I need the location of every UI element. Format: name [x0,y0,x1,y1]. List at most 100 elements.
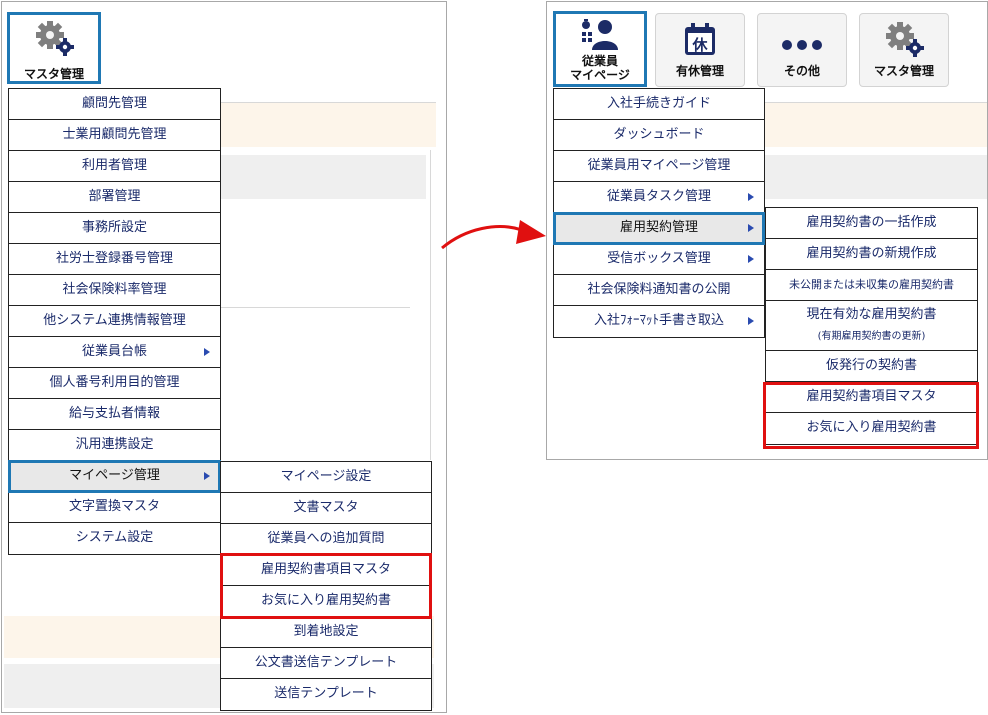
left-menu-item-8[interactable]: 従業員台帳 [9,337,220,368]
master-management-label: マスタ管理 [23,67,84,81]
right-panel: 従業員 マイページ 休 有休管理 その他 [546,1,988,460]
right-menu-item-label: 入社ﾌｫｰﾏｯﾄ手書き取込 [593,313,724,328]
left-menu-item-4[interactable]: 事務所設定 [9,213,220,244]
right-submenu-item-label: 雇用契約書項目マスタ [806,389,937,404]
master-menu: 顧問先管理士業用顧問先管理利用者管理部署管理事務所設定社労士登録番号管理社会保険… [8,88,221,555]
right-submenu-item-6[interactable]: お気に入り雇用契約書 [766,413,977,444]
right-submenu-item-sublabel: (有期雇用契約書の更新) [817,331,926,342]
bg-gray-strip [763,155,987,199]
calendar-holiday-text: 休 [691,36,708,54]
left-menu-item-label: 個人番号利用目的管理 [49,375,180,390]
left-submenu-item-label: 公文書送信テンプレート [254,655,398,670]
left-menu-item-label: 文字置換マスタ [68,499,160,514]
chevron-right-icon [748,224,754,232]
right-submenu-item-5[interactable]: 雇用契約書項目マスタ [766,382,977,413]
right-submenu-item-1[interactable]: 雇用契約書の新規作成 [766,239,977,270]
right-submenu-item-label: お気に入り雇用契約書 [806,420,937,435]
master-management-label-right: マスタ管理 [873,64,934,78]
right-menu-item-label: 従業員用マイページ管理 [587,158,731,173]
left-menu-item-label: システム設定 [75,530,154,545]
left-menu-item-label: 社会保険料率管理 [62,282,167,297]
right-menu-item-0[interactable]: 入社手続きガイド [554,89,764,120]
gear-icon [36,21,74,56]
employee-mypage-icon [582,19,618,50]
left-submenu-item-label: 従業員への追加質問 [267,531,385,546]
right-menu-item-3[interactable]: 従業員タスク管理 [554,182,764,213]
right-menu-item-6[interactable]: 社会保険料通知書の公開 [554,275,764,306]
left-menu-item-label: 利用者管理 [81,158,147,173]
left-menu-item-3[interactable]: 部署管理 [9,182,220,213]
left-menu-item-11[interactable]: 汎用連携設定 [9,430,220,461]
right-menu-item-label: 雇用契約管理 [619,220,698,235]
left-menu-item-12[interactable]: マイページ管理 [8,460,221,493]
master-management-button-right[interactable]: マスタ管理 [859,13,949,87]
left-submenu-item-1[interactable]: 文書マスタ [221,493,431,524]
left-submenu-item-0[interactable]: マイページ設定 [221,462,431,493]
left-menu-item-1[interactable]: 士業用顧問先管理 [9,120,220,151]
employee-mypage-button[interactable]: 従業員 マイページ [553,11,647,87]
right-submenu-item-2[interactable]: 未公開または未収集の雇用契約書 [766,270,977,301]
left-submenu-item-5[interactable]: 到着地設定 [221,617,431,648]
right-submenu-item-label: 仮発行の契約書 [825,358,917,373]
employee-mypage-label-2: マイページ [570,68,630,82]
bg-divider [220,307,410,308]
left-submenu-item-label: 雇用契約書項目マスタ [260,562,391,577]
right-submenu-item-label: 現在有効な雇用契約書 [806,307,937,322]
left-menu-item-label: 給与支払者情報 [68,406,160,421]
right-submenu-item-label: 雇用契約書の新規作成 [806,246,937,261]
left-menu-item-6[interactable]: 社会保険料率管理 [9,275,220,306]
left-menu-item-9[interactable]: 個人番号利用目的管理 [9,368,220,399]
right-menu-item-1[interactable]: ダッシュボード [554,120,764,151]
right-submenu-item-3[interactable]: 現在有効な雇用契約書 (有期雇用契約書の更新) [766,301,977,351]
left-menu-item-7[interactable]: 他システム連携情報管理 [9,306,220,337]
left-menu-item-label: 汎用連携設定 [75,437,154,452]
left-menu-item-label: 士業用顧問先管理 [62,127,167,142]
right-menu-item-4[interactable]: 雇用契約管理 [553,212,765,245]
left-menu-item-label: 従業員台帳 [81,344,147,359]
left-submenu-item-label: 送信テンプレート [274,686,378,701]
left-submenu-item-6[interactable]: 公文書送信テンプレート [221,648,431,679]
right-menu-item-2[interactable]: 従業員用マイページ管理 [554,151,764,182]
left-menu-item-label: 事務所設定 [81,220,147,235]
left-submenu-item-label: 到着地設定 [293,624,359,639]
left-panel: マスタ管理 顧問先管理士業用顧問先管理利用者管理部署管理事務所設定社労士登録番号… [1,1,447,713]
highlight-box [220,553,432,619]
left-submenu-item-2[interactable]: 従業員への追加質問 [221,524,431,555]
chevron-right-icon [204,348,210,356]
right-submenu-item-label: 雇用契約書の一括作成 [806,215,937,230]
right-menu-item-5[interactable]: 受信ボックス管理 [554,244,764,275]
more-dots-icon [782,40,822,50]
right-menu-item-7[interactable]: 入社ﾌｫｰﾏｯﾄ手書き取込 [554,306,764,337]
right-menu-item-label: 入社手続きガイド [606,96,711,111]
left-menu-item-14[interactable]: システム設定 [9,523,220,554]
left-menu-item-0[interactable]: 顧問先管理 [9,89,220,120]
left-menu-item-label: 他システム連携情報管理 [43,313,186,328]
bg-gray-strip [220,155,426,199]
right-menu-item-label: ダッシュボード [613,127,705,142]
right-menu-item-label: 従業員タスク管理 [606,189,711,204]
right-submenu-item-0[interactable]: 雇用契約書の一括作成 [766,208,977,239]
red-arrow-icon [441,220,546,250]
left-submenu-item-7[interactable]: 送信テンプレート [221,679,431,710]
right-submenu-item-4[interactable]: 仮発行の契約書 [766,351,977,382]
employee-mypage-label-1: 従業員 [581,54,618,68]
bg-peach-strip [763,103,987,147]
other-button[interactable]: その他 [757,13,847,87]
left-menu-item-13[interactable]: 文字置換マスタ [9,492,220,523]
left-submenu-item-label: マイページ設定 [280,469,372,484]
paid-leave-button[interactable]: 休 有休管理 [655,13,745,87]
left-menu-item-10[interactable]: 給与支払者情報 [9,399,220,430]
master-management-button[interactable]: マスタ管理 [7,12,101,84]
left-submenu-item-label: 文書マスタ [293,500,359,515]
highlight-box [763,382,979,449]
employee-mypage-menu: 入社手続きガイドダッシュボード従業員用マイページ管理従業員タスク管理雇用契約管理… [553,88,765,338]
left-menu-item-2[interactable]: 利用者管理 [9,151,220,182]
left-submenu-item-3[interactable]: 雇用契約書項目マスタ [221,555,431,586]
right-menu-item-label: 社会保険料通知書の公開 [587,282,731,297]
calendar-holiday-icon: 休 [685,23,715,55]
left-menu-item-5[interactable]: 社労士登録番号管理 [9,244,220,275]
chevron-right-icon [748,317,754,325]
left-menu-item-label: 部署管理 [88,189,141,204]
employment-contract-submenu: 雇用契約書の一括作成雇用契約書の新規作成未公開または未収集の雇用契約書現在有効な… [765,207,978,445]
